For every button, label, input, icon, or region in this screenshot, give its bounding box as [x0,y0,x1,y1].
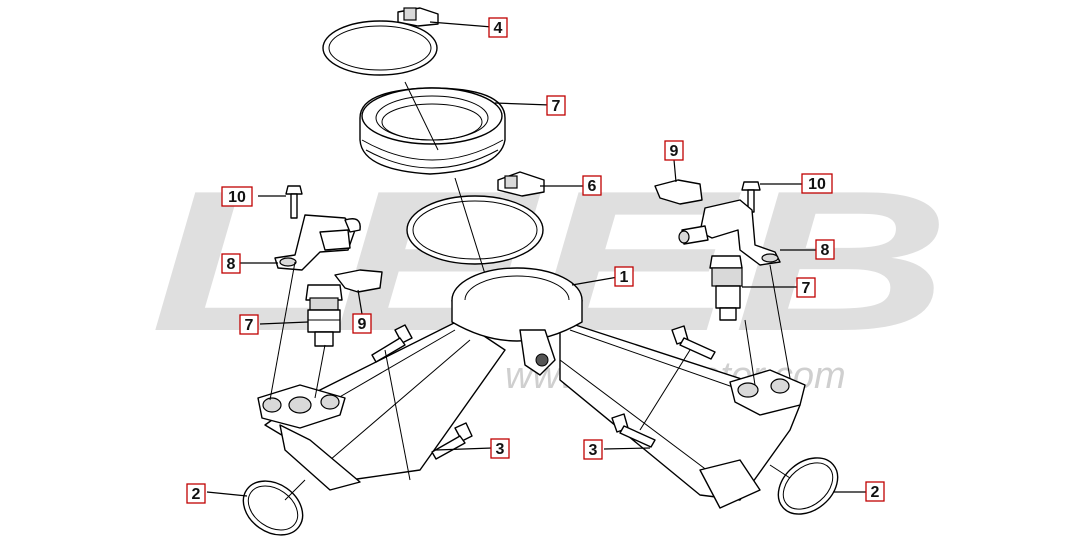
svg-text:2: 2 [192,486,201,503]
svg-text:8: 8 [821,242,830,259]
o-ring-right [777,457,839,515]
bolt-left [371,324,473,460]
fuel-injector-left [305,284,343,347]
retaining-clip-left [334,269,383,293]
svg-text:7: 7 [245,317,254,334]
callout-2-right: 2 [865,481,885,502]
callout-8-left: 8 [221,253,241,274]
svg-text:8: 8 [227,256,236,273]
svg-text:1: 1 [620,269,629,286]
callout-1: 1 [614,266,634,287]
callout-3-right: 3 [583,439,603,460]
svg-text:6: 6 [588,178,597,195]
svg-text:7: 7 [552,98,561,115]
o-ring-left [242,480,304,536]
fuel-injector-right [709,255,743,321]
callout-10-right: 10 [801,173,833,194]
svg-text:2: 2 [871,484,880,501]
callout-9-right: 9 [664,140,684,161]
retaining-clip-right [654,179,703,205]
callout-7-right: 7 [796,277,816,298]
callout-5: 7 [546,95,566,116]
svg-text:3: 3 [589,442,598,459]
bolt-right [611,325,716,448]
callout-7-left: 7 [239,314,259,335]
callout-10-left: 10 [221,186,253,207]
hose-clamp-lower [406,171,545,291]
callout-9-left: 9 [352,313,372,334]
intake-manifold [257,267,806,509]
screw-left [285,185,303,219]
callout-6: 4 [488,17,508,38]
leader-lines [206,21,866,501]
svg-text:10: 10 [228,189,246,206]
svg-text:4: 4 [494,20,503,37]
svg-text:9: 9 [358,316,367,333]
injector-holder-right [678,199,781,266]
svg-text:9: 9 [670,143,679,160]
svg-text:3: 3 [496,441,505,458]
callout-3-left: 3 [490,438,510,459]
svg-text:10: 10 [808,176,826,193]
callout-4: 6 [582,175,602,196]
callout-8-right: 8 [815,239,835,260]
hose-clamp-upper [322,7,439,76]
intake-boot [359,81,506,175]
injector-holder-left [274,214,361,271]
callout-2-left: 2 [186,483,206,504]
svg-text:7: 7 [802,280,811,297]
